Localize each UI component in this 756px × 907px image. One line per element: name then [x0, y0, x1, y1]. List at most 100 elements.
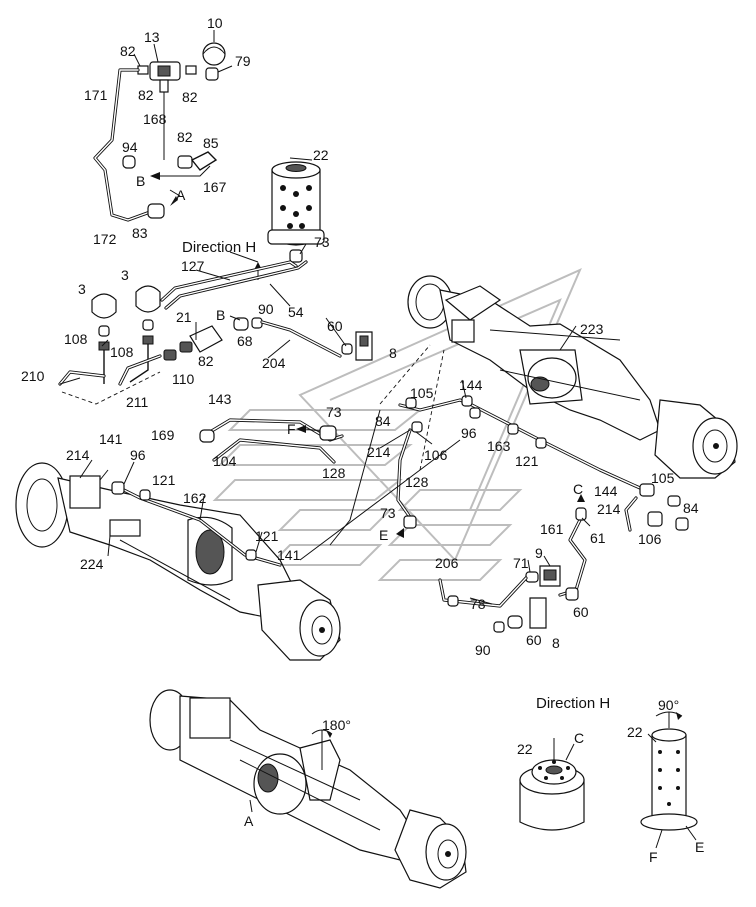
- label-128: 128: [405, 474, 429, 490]
- inset-rotary-joint-top: [519, 759, 585, 831]
- label-82: 82: [182, 89, 198, 105]
- label-121: 121: [152, 472, 176, 488]
- label-85: 85: [203, 135, 219, 151]
- label-79: 79: [235, 53, 251, 69]
- rotary-joint-22: [254, 161, 325, 280]
- label-96: 96: [461, 425, 477, 441]
- accumulator-10: [202, 42, 226, 66]
- label-F: F: [649, 849, 658, 865]
- label-214: 214: [597, 501, 621, 517]
- label-82: 82: [177, 129, 193, 145]
- label-61: 61: [590, 530, 606, 546]
- label-106: 106: [638, 531, 662, 547]
- axle-assembly-bottom: [149, 689, 467, 889]
- label-A: A: [244, 813, 254, 829]
- label-214: 214: [367, 444, 391, 460]
- label-84: 84: [375, 413, 391, 429]
- label-206: 206: [435, 555, 459, 571]
- label-22: 22: [517, 741, 533, 757]
- label-162: 162: [183, 490, 207, 506]
- label-60: 60: [526, 632, 542, 648]
- fitting-79: [205, 67, 219, 81]
- label-141: 141: [277, 547, 301, 563]
- caption-direction-h: Direction H: [182, 239, 256, 256]
- label-8: 8: [552, 635, 560, 651]
- label-211: 211: [126, 394, 149, 410]
- label-210: 210: [21, 368, 45, 384]
- front-axle-224: [15, 462, 341, 661]
- label-167: 167: [203, 179, 227, 195]
- label-B: B: [216, 307, 225, 323]
- label-224: 224: [80, 556, 104, 572]
- label-108: 108: [110, 344, 134, 360]
- label-60: 60: [573, 604, 589, 620]
- label-128: 128: [322, 465, 346, 481]
- label-13: 13: [144, 29, 160, 45]
- label-84: 84: [683, 500, 699, 516]
- label-105: 105: [410, 385, 434, 401]
- label-168: 168: [143, 111, 167, 127]
- fitting-82-85: [177, 155, 193, 169]
- inset-rotary-joint-side: [640, 711, 698, 831]
- label-3: 3: [78, 281, 86, 297]
- fitting-83: [147, 203, 165, 219]
- label-161: 161: [540, 521, 564, 537]
- label-82: 82: [120, 43, 136, 59]
- label-171: 171: [84, 87, 108, 103]
- filter-8b: [529, 597, 547, 629]
- label-121: 121: [515, 453, 539, 469]
- label-73: 73: [380, 505, 396, 521]
- label-22: 22: [627, 724, 643, 740]
- label-78: 78: [470, 596, 486, 612]
- label-143: 143: [208, 391, 232, 407]
- label-73: 73: [326, 404, 342, 420]
- label-144: 144: [594, 483, 618, 499]
- label-22: 22: [313, 147, 329, 163]
- fitting-73: [319, 425, 337, 441]
- label-82: 82: [198, 353, 214, 369]
- label-214: 214: [66, 447, 90, 463]
- label-21: 21: [176, 309, 192, 325]
- label-121: 121: [255, 528, 279, 544]
- label-B: B: [136, 173, 145, 189]
- label-E: E: [379, 527, 388, 543]
- label-106: 106: [424, 447, 448, 463]
- label-E: E: [695, 839, 704, 855]
- label-172: 172: [93, 231, 117, 247]
- label-A: A: [176, 187, 186, 203]
- valve-21: [189, 325, 223, 353]
- label-104: 104: [213, 453, 237, 469]
- label-163: 163: [487, 438, 511, 454]
- label-54: 54: [288, 304, 304, 320]
- caption-direction-h-inset: Direction H: [536, 695, 610, 712]
- label-141: 141: [99, 431, 123, 447]
- label-8: 8: [389, 345, 397, 361]
- label-C: C: [573, 481, 583, 497]
- label-73: 73: [314, 234, 330, 250]
- label-169: 169: [151, 427, 175, 443]
- label-71: 71: [513, 555, 529, 571]
- brake-valve-group: [93, 42, 226, 222]
- rear-axle-223: [407, 275, 738, 479]
- label-180-deg: 180°: [322, 717, 351, 733]
- label-90: 90: [258, 301, 274, 317]
- lower-valve-group: [438, 494, 587, 633]
- label-96: 96: [130, 447, 146, 463]
- accumulator-group: [58, 285, 373, 405]
- label-9: 9: [535, 545, 543, 561]
- label-68: 68: [237, 333, 253, 349]
- label-10: 10: [207, 15, 223, 31]
- label-C: C: [574, 730, 584, 746]
- label-90-deg: 90°: [658, 697, 679, 713]
- label-F: F: [287, 421, 296, 437]
- label-90: 90: [475, 642, 491, 658]
- label-82: 82: [138, 87, 154, 103]
- label-105: 105: [651, 470, 675, 486]
- label-204: 204: [262, 355, 286, 371]
- label-223: 223: [580, 321, 604, 337]
- label-94: 94: [122, 139, 138, 155]
- label-60: 60: [327, 318, 343, 334]
- label-3: 3: [121, 267, 129, 283]
